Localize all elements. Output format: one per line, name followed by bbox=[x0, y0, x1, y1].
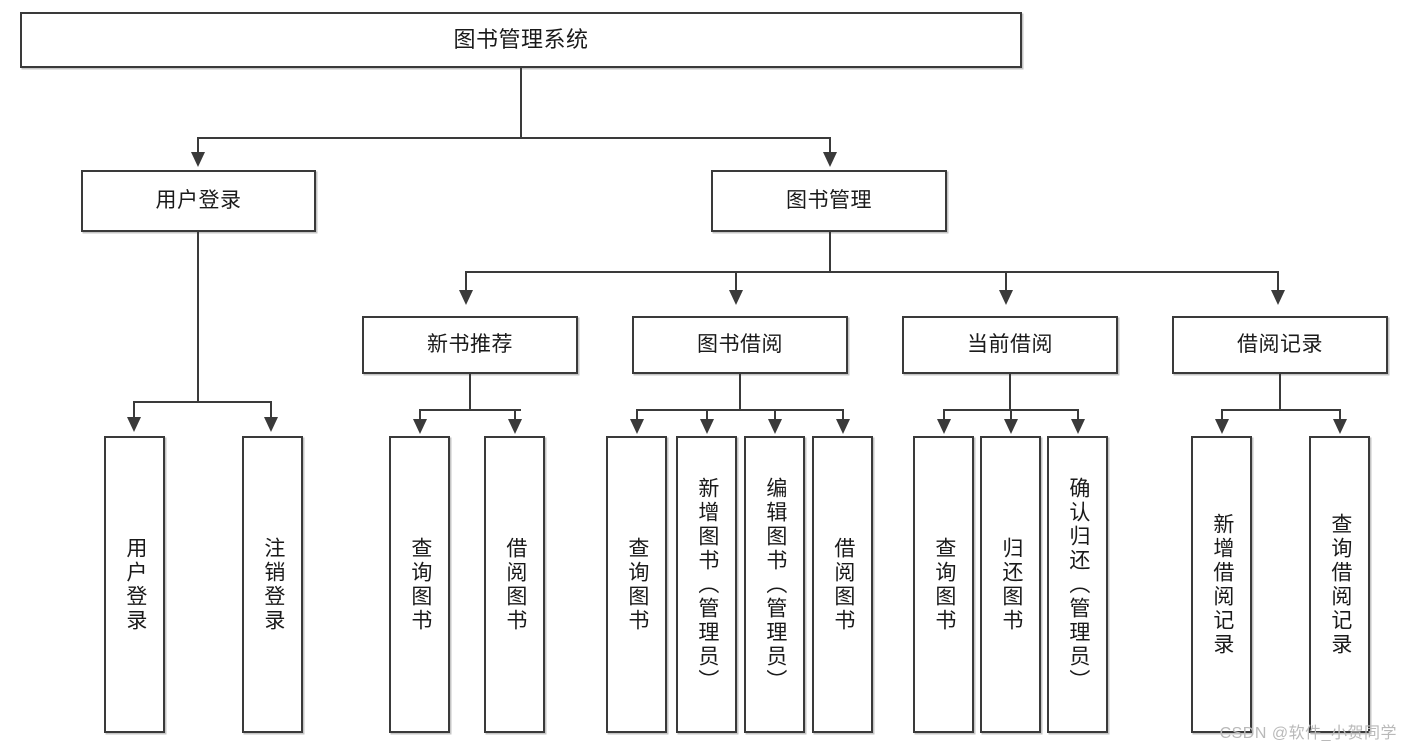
connector-current-borrow-drop-3 bbox=[1077, 409, 1079, 421]
leaf-add-borrow-record[interactable]: 新增借阅记录 bbox=[1191, 436, 1252, 733]
node-label: 编辑图书（管理员） bbox=[763, 476, 787, 693]
node-book-management[interactable]: 图书管理 bbox=[711, 170, 947, 232]
connector-to-book-manage bbox=[829, 137, 831, 154]
node-label: 图书管理系统 bbox=[453, 27, 589, 53]
arrow-user-login-leaf-1 bbox=[127, 417, 141, 432]
connector-drop-borrow-record bbox=[1277, 271, 1279, 292]
node-new-book-recommend[interactable]: 新书推荐 bbox=[362, 316, 578, 374]
arrow-book-borrow-leaf-4 bbox=[836, 419, 850, 434]
connector-current-borrow-drop-2 bbox=[1010, 409, 1012, 421]
node-label: 查询图书 bbox=[408, 536, 432, 633]
arrow-new-book-leaf-1 bbox=[413, 419, 427, 434]
connector-book-borrow-drop-2 bbox=[706, 409, 708, 421]
node-label: 确认归还（管理员） bbox=[1066, 476, 1090, 693]
connector-to-user-login bbox=[197, 137, 199, 154]
node-label: 查询图书 bbox=[625, 536, 649, 633]
arrow-current-borrow-leaf-2 bbox=[1004, 419, 1018, 434]
leaf-borrow-query-book[interactable]: 查询图书 bbox=[606, 436, 667, 733]
node-label: 用户登录 bbox=[123, 536, 147, 633]
leaf-borrow-book[interactable]: 借阅图书 bbox=[812, 436, 873, 733]
arrow-book-borrow-leaf-1 bbox=[630, 419, 644, 434]
node-label: 用户登录 bbox=[155, 188, 242, 212]
leaf-new-book-query[interactable]: 查询图书 bbox=[389, 436, 450, 733]
node-label: 新增图书（管理员） bbox=[695, 476, 719, 693]
connector-borrow-record-drop-1 bbox=[1221, 409, 1223, 421]
node-root-system[interactable]: 图书管理系统 bbox=[20, 12, 1022, 68]
arrow-book-borrow-leaf-2 bbox=[700, 419, 714, 434]
node-label: 图书借阅 bbox=[697, 332, 783, 356]
connector-user-login-bus bbox=[133, 401, 270, 403]
leaf-new-book-borrow[interactable]: 借阅图书 bbox=[484, 436, 545, 733]
connector-user-login-drop-2 bbox=[270, 401, 272, 419]
arrow-to-current-borrow bbox=[999, 290, 1013, 305]
arrow-to-book-manage bbox=[823, 152, 837, 167]
node-label: 查询借阅记录 bbox=[1328, 512, 1352, 657]
leaf-current-query-book[interactable]: 查询图书 bbox=[913, 436, 974, 733]
node-label: 借阅记录 bbox=[1237, 332, 1323, 356]
arrow-current-borrow-leaf-3 bbox=[1071, 419, 1085, 434]
leaf-user-login[interactable]: 用户登录 bbox=[104, 436, 165, 733]
node-book-borrow[interactable]: 图书借阅 bbox=[632, 316, 848, 374]
node-label: 查询图书 bbox=[932, 536, 956, 633]
arrow-to-book-borrow bbox=[729, 290, 743, 305]
connector-root-bus bbox=[197, 137, 831, 139]
leaf-return-book[interactable]: 归还图书 bbox=[980, 436, 1041, 733]
node-label: 新书推荐 bbox=[427, 332, 513, 356]
arrow-to-borrow-record bbox=[1271, 290, 1285, 305]
connector-borrow-record-bus bbox=[1221, 409, 1339, 411]
connector-drop-current-borrow bbox=[1005, 271, 1007, 292]
connector-current-borrow-stem bbox=[1009, 374, 1011, 410]
node-label: 借阅图书 bbox=[503, 536, 527, 633]
watermark-text: CSDN @软件_小贺同学 bbox=[1219, 725, 1397, 742]
node-label: 新增借阅记录 bbox=[1210, 512, 1234, 657]
connector-new-book-bus bbox=[419, 409, 521, 411]
node-label: 借阅图书 bbox=[831, 536, 855, 633]
arrow-book-borrow-leaf-3 bbox=[768, 419, 782, 434]
node-label: 图书管理 bbox=[786, 188, 872, 212]
connector-user-login-drop-1 bbox=[133, 401, 135, 419]
connector-drop-new-book bbox=[465, 271, 467, 292]
arrow-to-user-login bbox=[191, 152, 205, 167]
connector-drop-book-borrow bbox=[735, 271, 737, 292]
node-label: 当前借阅 bbox=[967, 332, 1053, 356]
connector-book-borrow-drop-3 bbox=[774, 409, 776, 421]
connector-level3-bus bbox=[465, 271, 1277, 273]
connector-book-manage-stem bbox=[829, 232, 831, 272]
connector-new-book-stem bbox=[469, 374, 471, 410]
connector-book-borrow-bus bbox=[636, 409, 844, 411]
connector-new-book-drop-2 bbox=[514, 409, 516, 421]
arrow-current-borrow-leaf-1 bbox=[937, 419, 951, 434]
leaf-logout[interactable]: 注销登录 bbox=[242, 436, 303, 733]
node-label: 注销登录 bbox=[261, 536, 285, 633]
leaf-confirm-return-admin[interactable]: 确认归还（管理员） bbox=[1047, 436, 1108, 733]
connector-borrow-record-drop-2 bbox=[1339, 409, 1341, 421]
node-user-login[interactable]: 用户登录 bbox=[81, 170, 316, 232]
connector-book-borrow-drop-1 bbox=[636, 409, 638, 421]
node-current-borrow[interactable]: 当前借阅 bbox=[902, 316, 1118, 374]
connector-current-borrow-drop-1 bbox=[943, 409, 945, 421]
leaf-query-borrow-record[interactable]: 查询借阅记录 bbox=[1309, 436, 1370, 733]
connector-book-borrow-drop-4 bbox=[842, 409, 844, 421]
arrow-user-login-leaf-2 bbox=[264, 417, 278, 432]
arrow-borrow-record-leaf-1 bbox=[1215, 419, 1229, 434]
leaf-edit-book-admin[interactable]: 编辑图书（管理员） bbox=[744, 436, 805, 733]
leaf-add-book-admin[interactable]: 新增图书（管理员） bbox=[676, 436, 737, 733]
connector-root-stem bbox=[520, 68, 522, 138]
connector-user-login-stem bbox=[197, 232, 199, 402]
node-borrow-record[interactable]: 借阅记录 bbox=[1172, 316, 1388, 374]
connector-borrow-record-stem bbox=[1279, 374, 1281, 410]
connector-new-book-drop-1 bbox=[419, 409, 421, 421]
node-label: 归还图书 bbox=[999, 536, 1023, 633]
arrow-new-book-leaf-2 bbox=[508, 419, 522, 434]
connector-book-borrow-stem bbox=[739, 374, 741, 410]
arrow-borrow-record-leaf-2 bbox=[1333, 419, 1347, 434]
arrow-to-new-book bbox=[459, 290, 473, 305]
